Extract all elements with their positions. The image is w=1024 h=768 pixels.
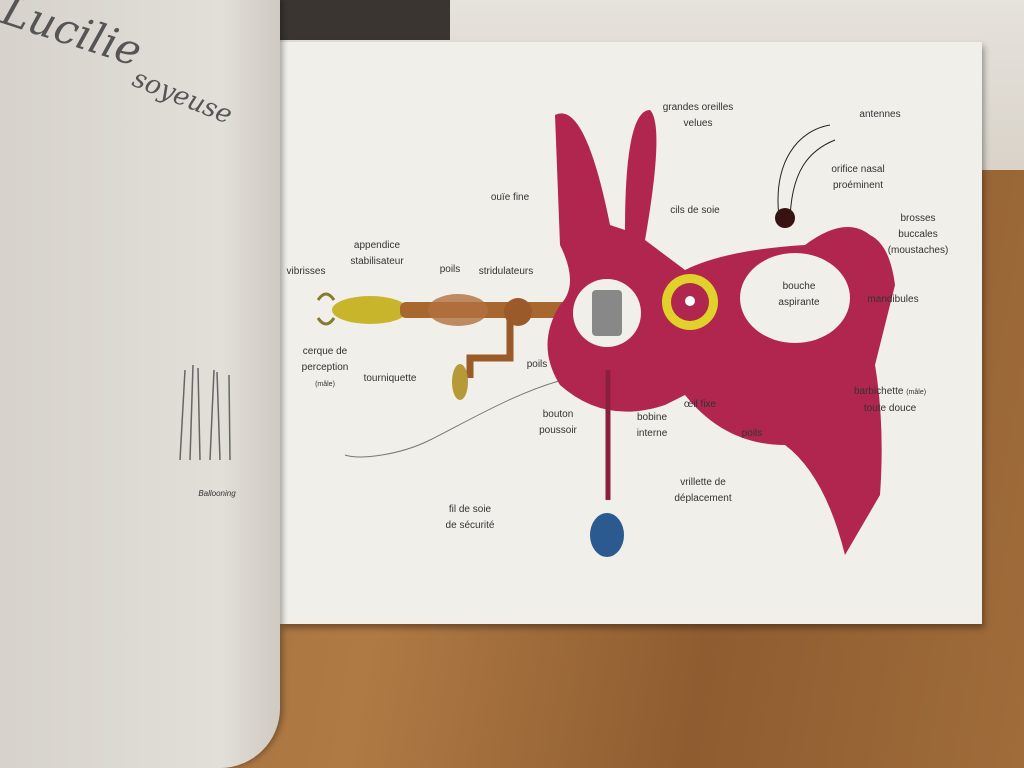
drill-tool [316,292,575,400]
label-eye: œil fixe [683,399,717,410]
illustration-caption: Ballooning [198,489,236,498]
label-stridulators: stridulateurs [478,266,534,277]
label-hearing: ouïe fine [490,192,530,203]
grass-illustration [179,364,231,461]
bookshelf [280,0,450,40]
label-hair-2: poils [526,359,548,370]
label-goatee: barbichette (mâle)toute douce [853,386,927,414]
label-vibrissae: vibrisses [286,266,326,277]
label-crank: tourniquette [363,373,417,384]
left-page: Lucilie soyeuse Ballooning [0,0,280,768]
magenta-mask [547,110,895,557]
label-mandibles: mandibules [867,294,919,305]
label-antennae: antennes [859,109,901,120]
label-hair-1: poils [439,264,461,275]
label-lashes: cils de soie [670,205,720,216]
label-hair-3: poils [741,428,763,439]
